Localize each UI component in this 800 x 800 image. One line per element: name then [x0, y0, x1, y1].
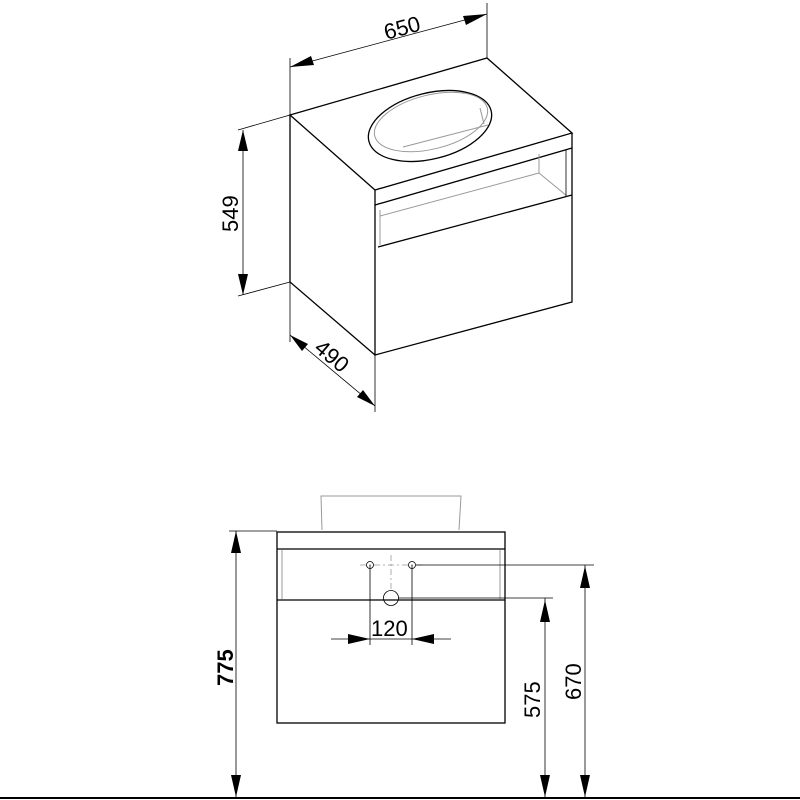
vessel-basin [320, 495, 462, 531]
arrow-icon [348, 634, 370, 644]
dimension-width-650: 650 [289, 3, 488, 115]
tap-hole-left [366, 561, 374, 569]
countertop-front-edge [374, 133, 573, 206]
front-cabinet [276, 495, 506, 724]
arrow-icon [290, 56, 314, 67]
cabinet-front [374, 148, 573, 356]
drawer-top-edge [377, 194, 573, 248]
arrow-icon [412, 634, 434, 644]
arrow-icon [580, 566, 590, 588]
dimension-height-549: 549 [218, 114, 291, 297]
arrow-icon [238, 274, 248, 295]
arrow-icon [231, 531, 241, 553]
cabinet-left-side [289, 115, 376, 356]
tap-height-label: 670 [561, 663, 586, 700]
isometric-cabinet [288, 57, 574, 356]
countertop-top-face [288, 57, 574, 191]
dimension-total-775: 775 [213, 530, 277, 797]
total-height-label: 775 [213, 649, 238, 686]
cabinet-outline [276, 531, 506, 724]
arrow-icon [290, 335, 308, 351]
tap-spacing-label: 120 [371, 616, 408, 641]
arrow-icon [357, 390, 375, 406]
arrow-icon [463, 14, 487, 25]
arrow-icon [238, 130, 248, 151]
dimension-depth-490: 490 [289, 282, 376, 412]
tap-hole-right [408, 561, 416, 569]
arrow-icon [580, 775, 590, 797]
arrow-icon [540, 775, 550, 797]
arrow-icon [231, 775, 241, 797]
dimension-tap-spacing-120: 120 [331, 616, 451, 644]
open-niche [379, 150, 568, 245]
arrow-icon [540, 600, 550, 622]
width-label: 650 [381, 11, 423, 45]
dimension-drain-575: 575 [398, 597, 553, 797]
sink-bowl [367, 89, 493, 163]
dimension-tap-670: 670 [416, 564, 594, 797]
drain-hole [383, 590, 399, 606]
depth-label: 490 [310, 335, 354, 378]
height-label: 549 [218, 195, 243, 232]
drain-height-label: 575 [520, 681, 545, 718]
